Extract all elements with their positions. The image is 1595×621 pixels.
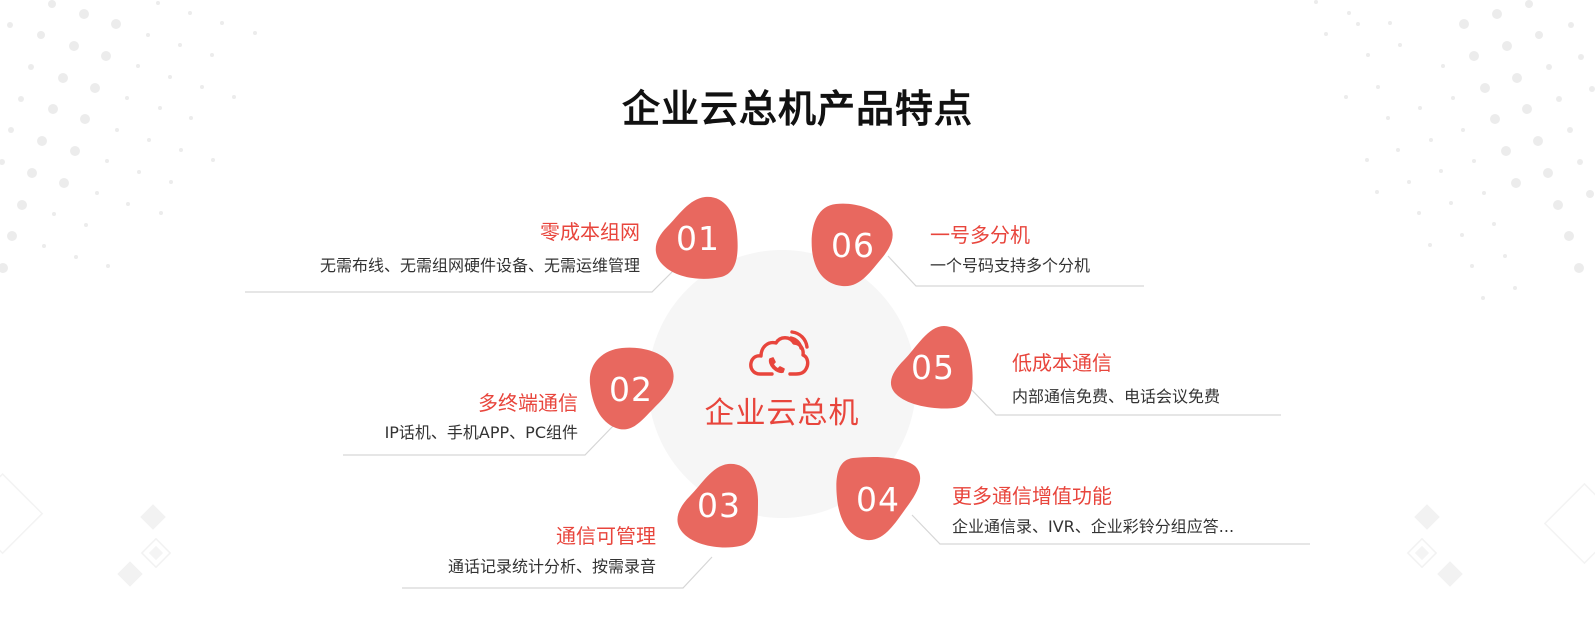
page-title: 企业云总机产品特点 xyxy=(621,86,973,131)
feature-badge-05: 05 xyxy=(888,322,978,412)
feature-title-04: 更多通信增值功能 xyxy=(952,484,1112,508)
cloud-phone-icon xyxy=(749,330,810,376)
feature-desc-02: IP话机、手机APP、PC组件 xyxy=(384,423,578,442)
feature-title-05: 低成本通信 xyxy=(1012,351,1112,375)
feature-badge-03: 03 xyxy=(674,460,764,550)
feature-desc-05: 内部通信免费、电话会议免费 xyxy=(1012,387,1221,406)
feature-title-02: 多终端通信 xyxy=(478,391,578,415)
feature-title-03: 通信可管理 xyxy=(556,524,656,548)
feature-badge-01: 01 xyxy=(653,193,743,283)
feature-title-01: 零成本组网 xyxy=(540,220,640,244)
feature-number: 03 xyxy=(697,485,741,525)
feature-number: 01 xyxy=(676,218,720,258)
feature-title-06: 一号多分机 xyxy=(930,223,1030,247)
center-label: 企业云总机 xyxy=(704,396,860,431)
blob-shape xyxy=(589,347,674,430)
feature-desc-04: 企业通信录、IVR、企业彩铃分组应答... xyxy=(952,517,1235,536)
feature-badge-02: 02 xyxy=(586,344,676,434)
feature-number: 05 xyxy=(911,347,955,387)
blob-shape xyxy=(677,463,758,548)
blob-shape xyxy=(890,326,973,409)
feature-desc-01: 无需布线、无需组网硬件设备、无需运维管理 xyxy=(319,256,640,275)
feature-desc-06: 一个号码支持多个分机 xyxy=(930,256,1091,275)
blob-shape xyxy=(811,203,893,287)
blob-shape xyxy=(655,196,738,279)
feature-number: 06 xyxy=(831,225,875,265)
feature-number: 04 xyxy=(856,479,900,519)
feature-number: 02 xyxy=(609,369,653,409)
feature-desc-03: 通话记录统计分析、按需录音 xyxy=(447,557,656,576)
blob-shape xyxy=(836,456,921,541)
feature-badge-06: 06 xyxy=(808,200,898,290)
feature-badge-04: 04 xyxy=(833,454,923,544)
